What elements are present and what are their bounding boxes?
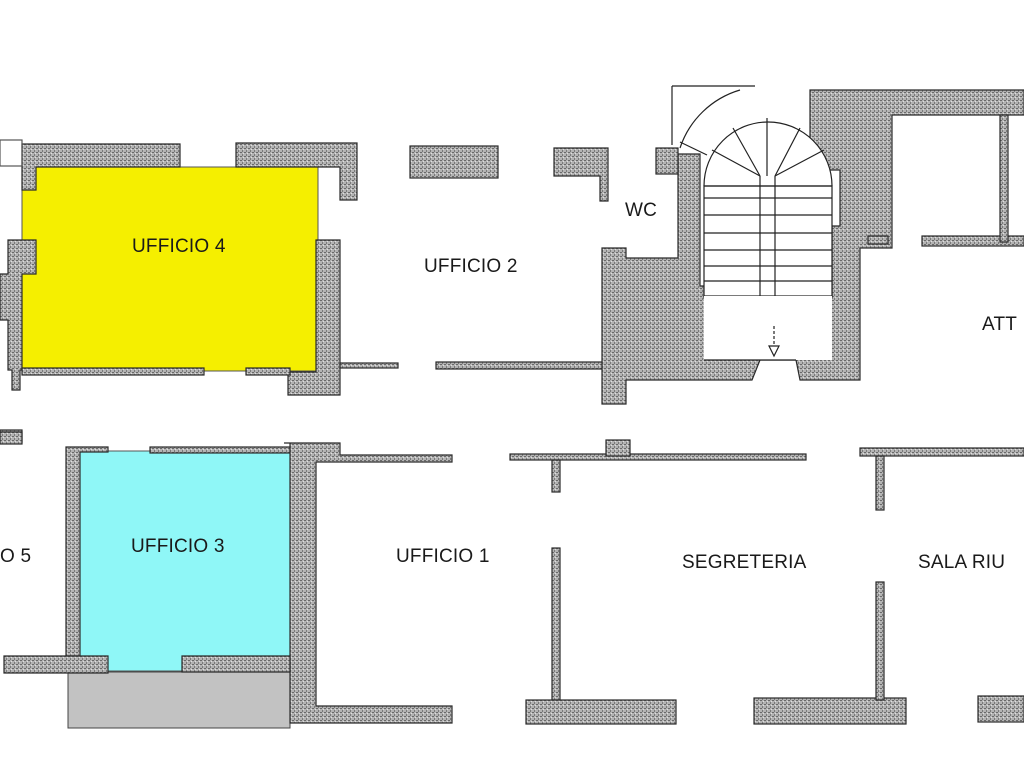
room-label-sala-riunioni: SALA RIU [918, 552, 1006, 573]
room-label-ufficio1: UFFICIO 1 [396, 546, 490, 567]
room-label-ufficio2: UFFICIO 2 [424, 256, 518, 277]
ufficio3-fill [75, 450, 291, 672]
room-label-ufficio5: O 5 [0, 546, 32, 567]
staircase [671, 85, 833, 361]
room-label-ufficio3: UFFICIO 3 [131, 536, 225, 557]
room-label-wc: WC [625, 200, 658, 221]
balcony-fill [67, 671, 291, 729]
stair-down-arrow-icon [768, 326, 780, 358]
room-label-att: ATT [982, 314, 1018, 335]
ufficio4-fill [21, 166, 319, 372]
room-label-ufficio4: UFFICIO 4 [132, 236, 226, 257]
room-label-segreteria: SEGRETERIA [682, 552, 807, 573]
